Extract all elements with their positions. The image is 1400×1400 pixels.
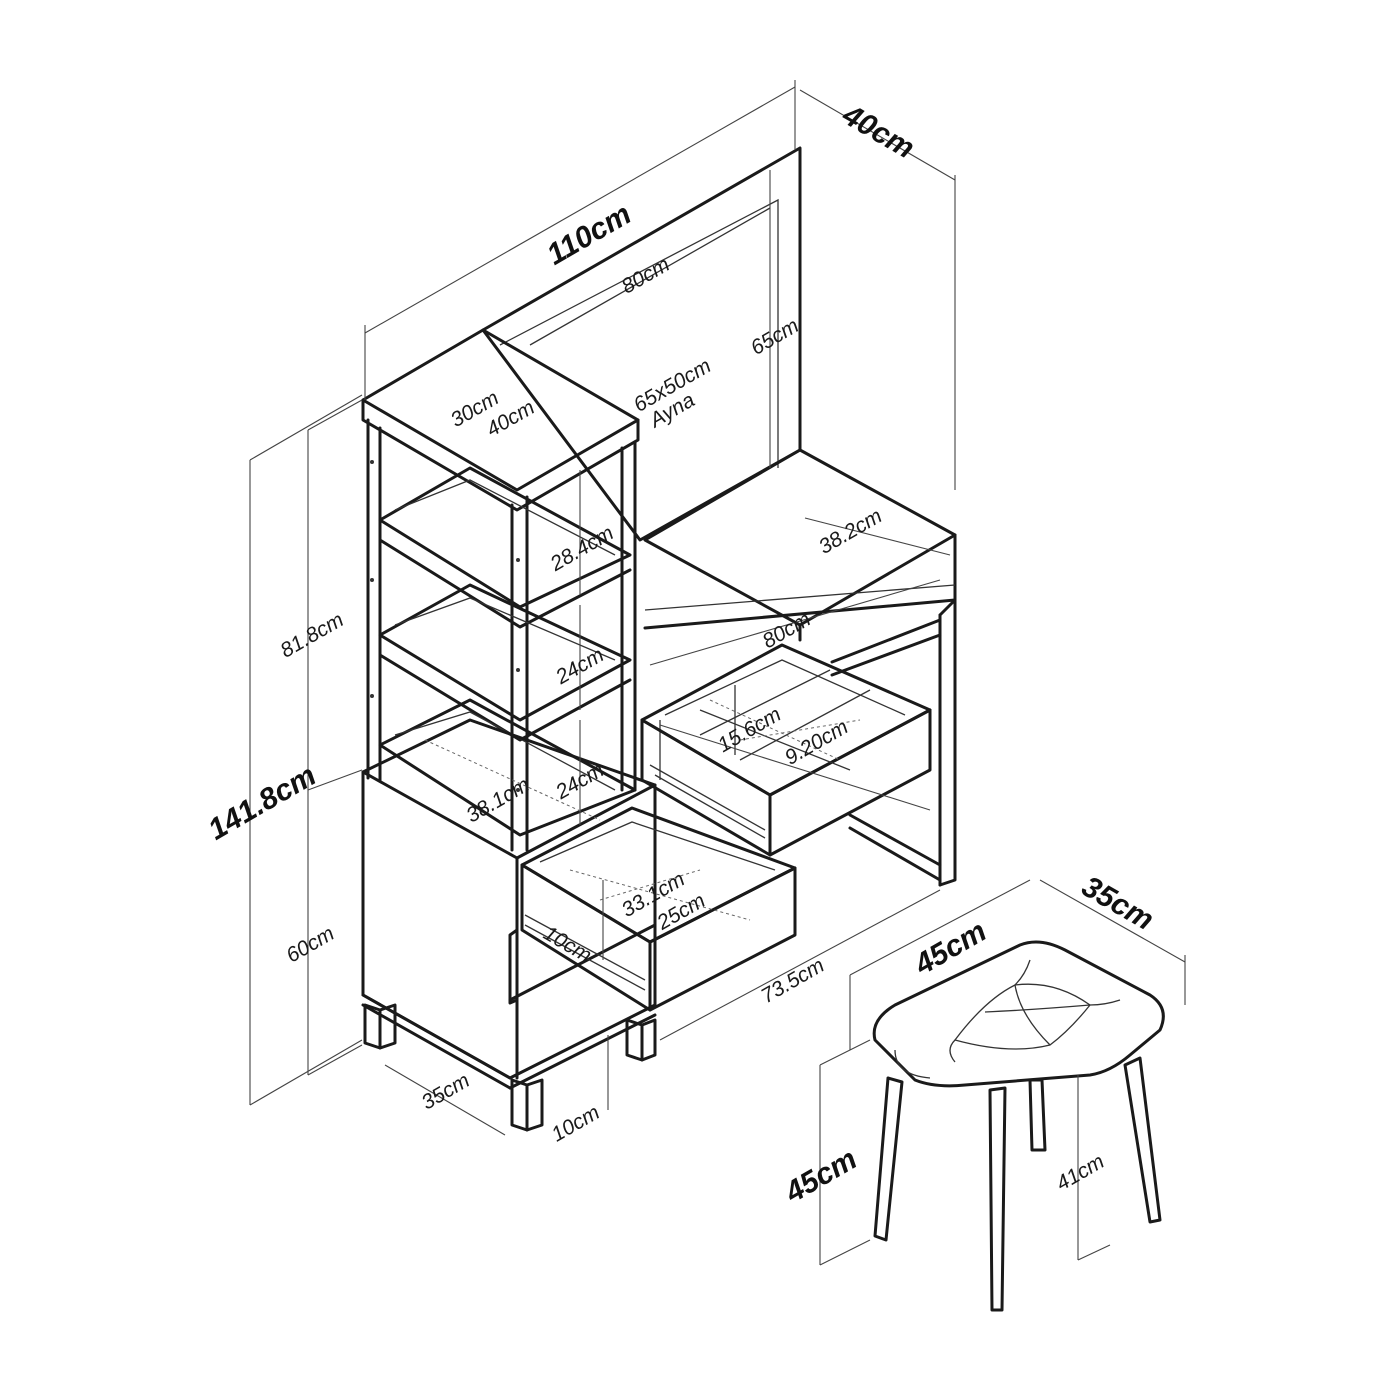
label-stool-height: 45cm (779, 1142, 863, 1209)
label-stool-leg-height: 41cm (1052, 1150, 1108, 1196)
label-mirror-width: 80cm (618, 253, 674, 299)
dimension-labels: 110cm 40cm 80cm 65cm 65x50cm Ayna 30cm 4… (203, 98, 920, 1147)
label-stool-depth: 35cm (1076, 870, 1159, 937)
label-knee-width: 73.5cm (757, 954, 828, 1008)
label-total-height: 141.8cm (203, 759, 322, 847)
label-upper-height: 81.8cm (277, 608, 348, 662)
label-drawer-comp2: 9.20cm (781, 715, 852, 769)
label-total-width: 110cm (541, 197, 636, 271)
stool-labels: 45cm 35cm 45cm 41cm (779, 870, 1159, 1210)
label-desk-depth: 38.2cm (815, 504, 886, 558)
label-stool-width: 45cm (908, 915, 992, 982)
dashed-guides (424, 699, 861, 921)
stool (872, 940, 1165, 1312)
shelf-pin-holes (370, 460, 520, 792)
label-leg-height: 10cm (548, 1101, 604, 1147)
label-lower-drawer-height: 10cm (539, 922, 595, 968)
desk (643, 448, 957, 887)
label-lower-height: 60cm (282, 922, 338, 968)
stool-tufting (949, 959, 1121, 1063)
label-mirror-height: 65cm (747, 314, 803, 360)
shelf-tower (361, 328, 640, 852)
dimension-lines (249, 80, 1186, 1266)
upper-drawer (640, 643, 932, 857)
lower-drawer (520, 806, 797, 1012)
label-base-depth: 35cm (418, 1069, 474, 1115)
lower-cabinet (361, 718, 657, 1132)
label-depth: 40cm (836, 98, 920, 165)
